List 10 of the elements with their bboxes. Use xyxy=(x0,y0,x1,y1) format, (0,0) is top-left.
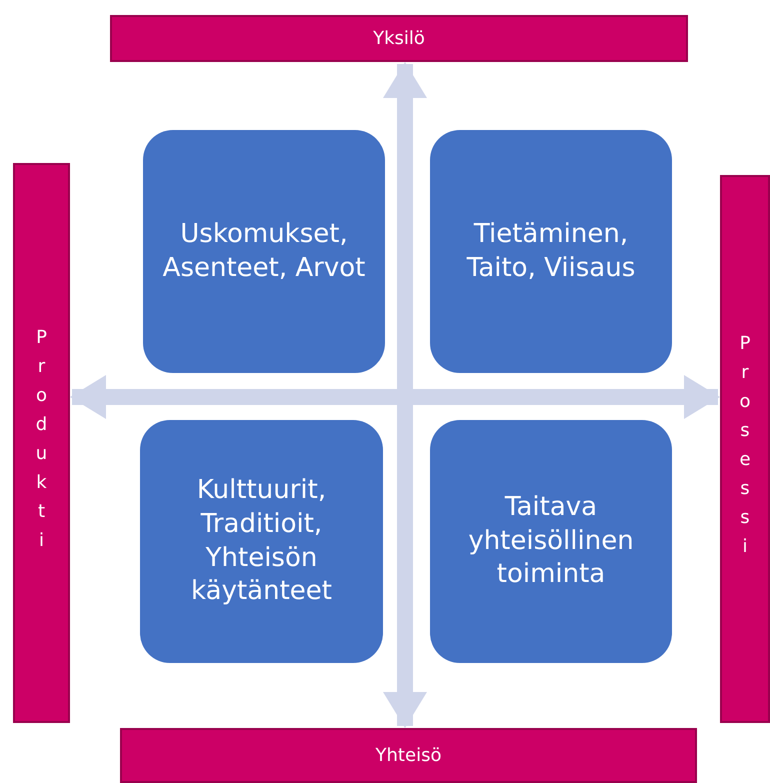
footer-band: Yhteisö xyxy=(120,728,697,783)
quadrant-box: Tietäminen, Taito, Viisaus xyxy=(430,130,672,373)
side-band: Produkti xyxy=(13,163,70,723)
side-band: Prosessi xyxy=(720,175,770,723)
quadrant-box: Taitava yhteisöllinen toiminta xyxy=(430,420,672,663)
double-arrow xyxy=(383,62,427,728)
quadrant-box: Kulttuurit, Traditioit, Yhteisön käytänteet xyxy=(140,420,383,663)
double-arrow xyxy=(70,375,720,419)
quadrant-box: Uskomukset, Asenteet, Arvot xyxy=(143,130,385,373)
header-band: Yksilö xyxy=(110,15,688,62)
